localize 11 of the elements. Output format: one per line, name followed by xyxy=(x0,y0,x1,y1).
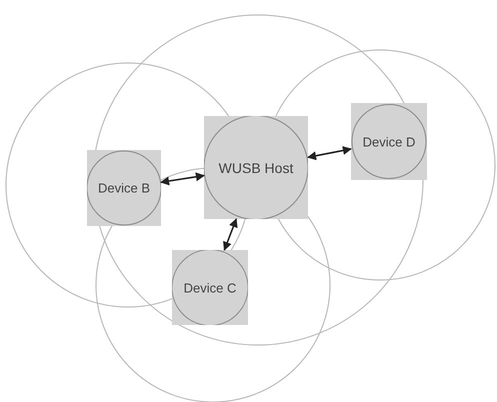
device-label: WUSB Host xyxy=(218,160,294,176)
double-arrow xyxy=(160,172,205,186)
device-label: Device D xyxy=(362,134,416,149)
double-arrow xyxy=(307,146,352,160)
device-node xyxy=(204,116,308,219)
device-label: Device B xyxy=(96,180,152,196)
device-node xyxy=(172,250,248,325)
double-arrow xyxy=(223,218,238,251)
device-label: Device C xyxy=(182,280,238,295)
device-node xyxy=(87,150,161,226)
device-node xyxy=(351,103,427,180)
